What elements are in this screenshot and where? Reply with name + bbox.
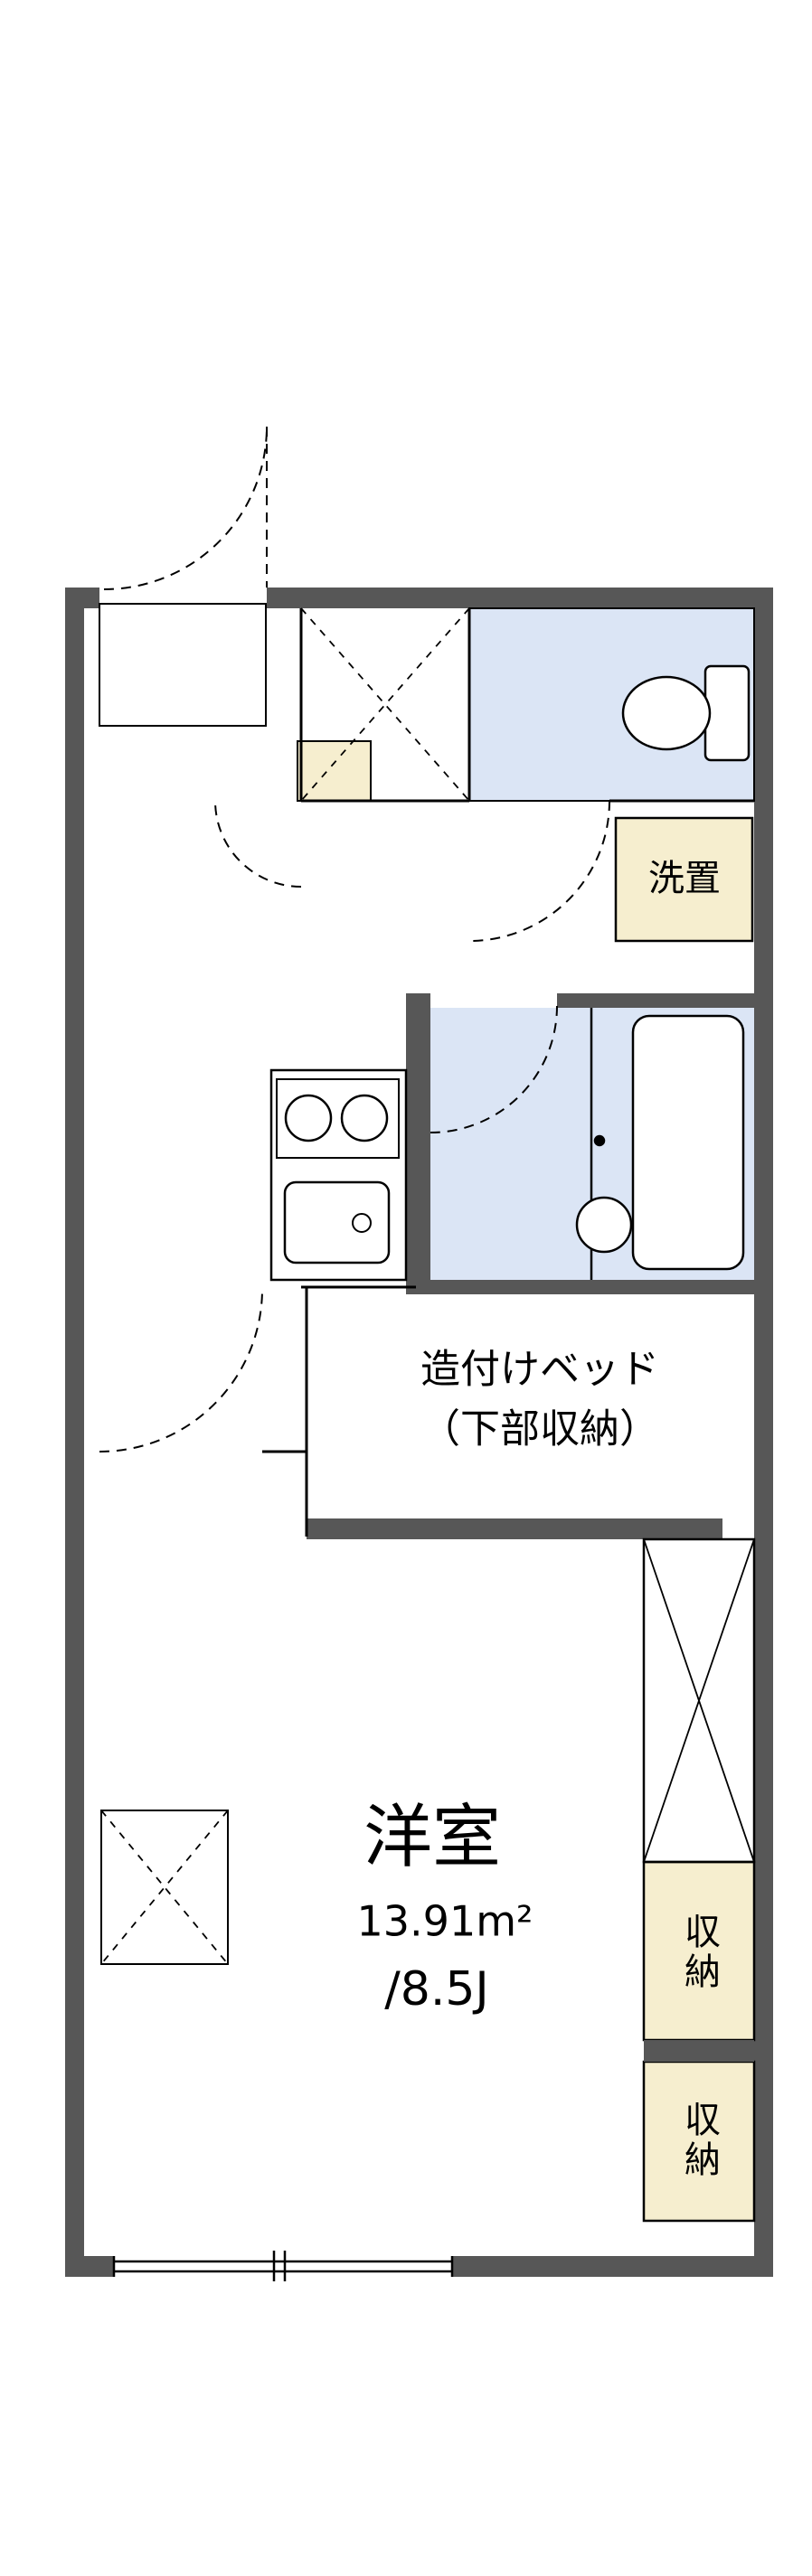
storage-divider-wall (644, 2040, 754, 2062)
storage-areas (297, 740, 756, 2223)
low-cabinet-diagonal-1 (100, 1810, 229, 1965)
storage-top-box (642, 1860, 756, 2042)
bath-drain (575, 1196, 633, 1254)
bath-wall-bottom (416, 1280, 773, 1294)
toilet-tank (703, 664, 751, 762)
bath-wall-top (557, 993, 754, 1008)
outer-wall-bottom-right (452, 2256, 773, 2277)
low-cabinet (100, 1810, 229, 1965)
sink-faucet (352, 1213, 372, 1233)
built-in-bed-label-line2: （下部収納） (420, 1406, 659, 1453)
storage-bottom-label: 収納 (678, 2101, 720, 2180)
entry-door-arc (103, 426, 268, 590)
toilet-bowl (621, 675, 712, 751)
room-name-label: 洋室 (364, 1796, 501, 1877)
storage-top-label: 収納 (678, 1913, 720, 1992)
bed-wall-bottom (307, 1518, 722, 1539)
stove-burner-left (284, 1094, 333, 1142)
closet-open-box (642, 1537, 756, 1864)
door-arcs (99, 426, 610, 1965)
stove-burner-right (340, 1094, 389, 1142)
washer-room (614, 816, 754, 943)
outer-wall-right (754, 588, 773, 2277)
outer-wall-top-right (267, 588, 773, 608)
closet-diagonal-2 (643, 1538, 755, 1863)
hall-small-door-arc (214, 800, 302, 888)
fixtures (269, 664, 751, 1282)
outer-wall-left (65, 588, 84, 2277)
bath-door-handle (593, 1134, 606, 1147)
kitchen-sink (283, 1180, 391, 1264)
room-door-arc (99, 1288, 263, 1453)
interior-walls (99, 603, 756, 1965)
outer-wall-bottom-left (65, 2256, 114, 2277)
genkan-area (99, 603, 267, 727)
entry-step (297, 740, 372, 802)
bathtub (631, 1014, 745, 1271)
built-in-bed-label-line1: 造付けベッド (420, 1346, 659, 1393)
bath-wall-left (406, 993, 430, 1294)
room-area-label: 13.91m² (356, 1896, 533, 1946)
storage-bottom-box (642, 2060, 756, 2223)
toilet-door-arc (468, 800, 610, 942)
low-cabinet-diagonal-2 (100, 1810, 229, 1965)
washer-room-label: 洗置 (648, 858, 721, 899)
room-size-label: /8.5J (384, 1962, 489, 2017)
closet-diagonals (643, 1538, 755, 1863)
bottom-window (112, 2251, 454, 2281)
interior-thick-walls (307, 993, 773, 2062)
outer-walls (65, 588, 773, 2277)
